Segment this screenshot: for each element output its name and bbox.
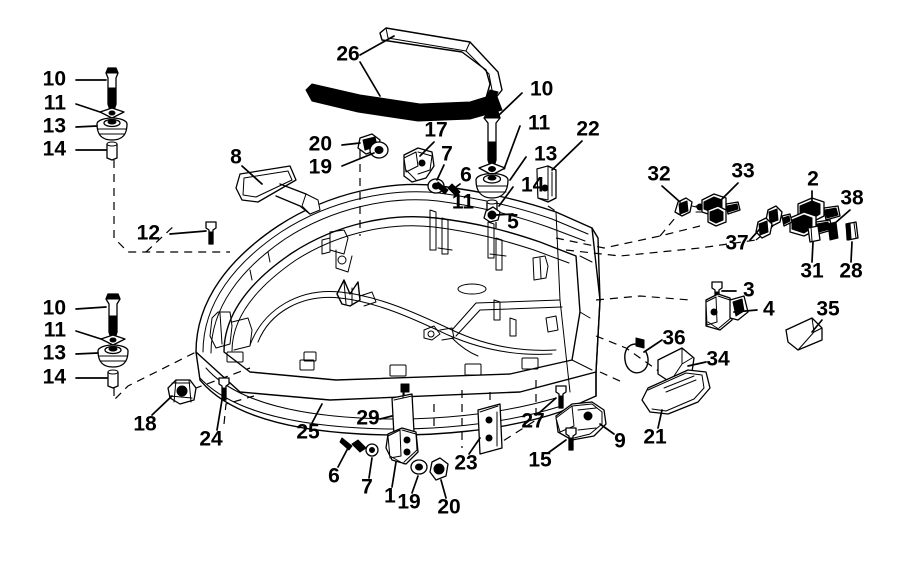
callout-11-washer: 11 [44,92,67,115]
part-21-handle-pad [641,369,711,415]
callout-9-latch-bracket: 9 [614,430,626,453]
callout-18-nut: 18 [133,413,157,436]
callout-21-handle-pad: 21 [643,426,667,449]
callout-14-spacer-sleeve: 14 [521,174,545,197]
callout-38-sleeve: 38 [840,187,864,210]
callout-28-grommet: 28 [839,260,863,283]
part-15-screw [565,427,577,451]
fastener-stack-top-left [96,67,128,161]
callout-23-plate: 23 [454,452,477,475]
part-36-spring-clip [624,337,649,374]
part-1-latch-bracket [385,427,419,465]
callout-35-rubber-bumper: 35 [816,298,840,321]
callout-11-washer: 11 [452,191,475,214]
part-24-screw [218,377,230,401]
part-28-grommet [845,221,859,241]
callout-17-latch-bracket: 17 [424,119,447,142]
callout-numbers: 1011131412101113141824826201917761110111… [43,43,864,519]
callout-13-mount-grommet: 13 [534,143,557,166]
callout-24-screw: 24 [199,428,223,451]
callout-3-screw: 3 [743,279,755,302]
part-19-washer-bottom [410,459,428,475]
part-12-screw [205,221,217,245]
part-20-19-top [357,133,389,159]
leader-lines [75,35,853,499]
part-22-clip-bracket [536,165,557,203]
callout-26-seal-strip: 26 [336,43,359,66]
part-7-washer-bottom [365,443,379,457]
part-23-plate [477,403,503,455]
part-17-latch-bracket [403,147,435,183]
part-26-seal-strips [305,27,503,122]
callout-11-washer: 11 [44,319,67,342]
part-35-rubber-bumper [785,317,823,351]
callout-32-clamp: 32 [647,163,670,186]
callout-34-rubber-bumper: 34 [706,348,730,371]
fastener-stack-top-right [475,111,509,223]
callout-25-cover-body: 25 [296,421,320,444]
fastener-stack-bottom-left [97,293,129,389]
callout-14-spacer-sleeve: 14 [43,366,67,389]
part-38-sleeve [827,221,839,241]
callout-10-bolt: 10 [530,78,553,101]
callout-5-nut: 5 [507,211,519,234]
part-29-block [391,383,415,437]
part-6-screw-top [435,181,461,197]
callout-7-washer: 7 [361,476,373,499]
callout-20-nut: 20 [309,133,332,156]
callout-6-screw: 6 [460,164,472,187]
callout-6-screw: 6 [328,465,340,488]
callout-19-washer: 19 [309,156,332,179]
callout-14-spacer-sleeve: 14 [43,138,67,161]
callout-33-connector: 33 [731,160,754,183]
callout-4-latch: 4 [763,298,775,321]
callout-1-latch-bracket: 1 [384,485,396,508]
callout-29-block: 29 [356,407,379,430]
callout-2-fitting-assembly: 2 [807,168,819,191]
callout-27-screw: 27 [521,410,544,433]
callout-36-spring-clip: 36 [662,327,685,350]
callout-15-screw: 15 [528,449,552,472]
part-4-latch [705,293,749,331]
callout-11-washer: 11 [528,112,551,135]
part-18-nut [167,379,197,405]
callout-19-washer: 19 [397,491,420,514]
part-6-screw-bottom [339,437,367,453]
part-27-screw [555,385,567,409]
callout-10-bolt: 10 [43,68,66,91]
callout-22-clip-bracket: 22 [576,118,599,141]
part-33-connector [695,193,741,227]
callout-8-handle-grip: 8 [230,146,242,169]
callout-10-bolt: 10 [43,297,66,320]
part-20-nut-bottom [429,457,449,481]
callout-7-washer: 7 [441,143,453,166]
callout-13-mount-grommet: 13 [43,342,66,365]
callout-20-nut: 20 [437,496,460,519]
callout-37-clamp: 37 [725,232,748,255]
callout-12-screw: 12 [137,222,160,245]
part-31-bushing [807,225,821,243]
callout-13-mount-grommet: 13 [43,115,66,138]
callout-31-bushing: 31 [800,260,824,283]
